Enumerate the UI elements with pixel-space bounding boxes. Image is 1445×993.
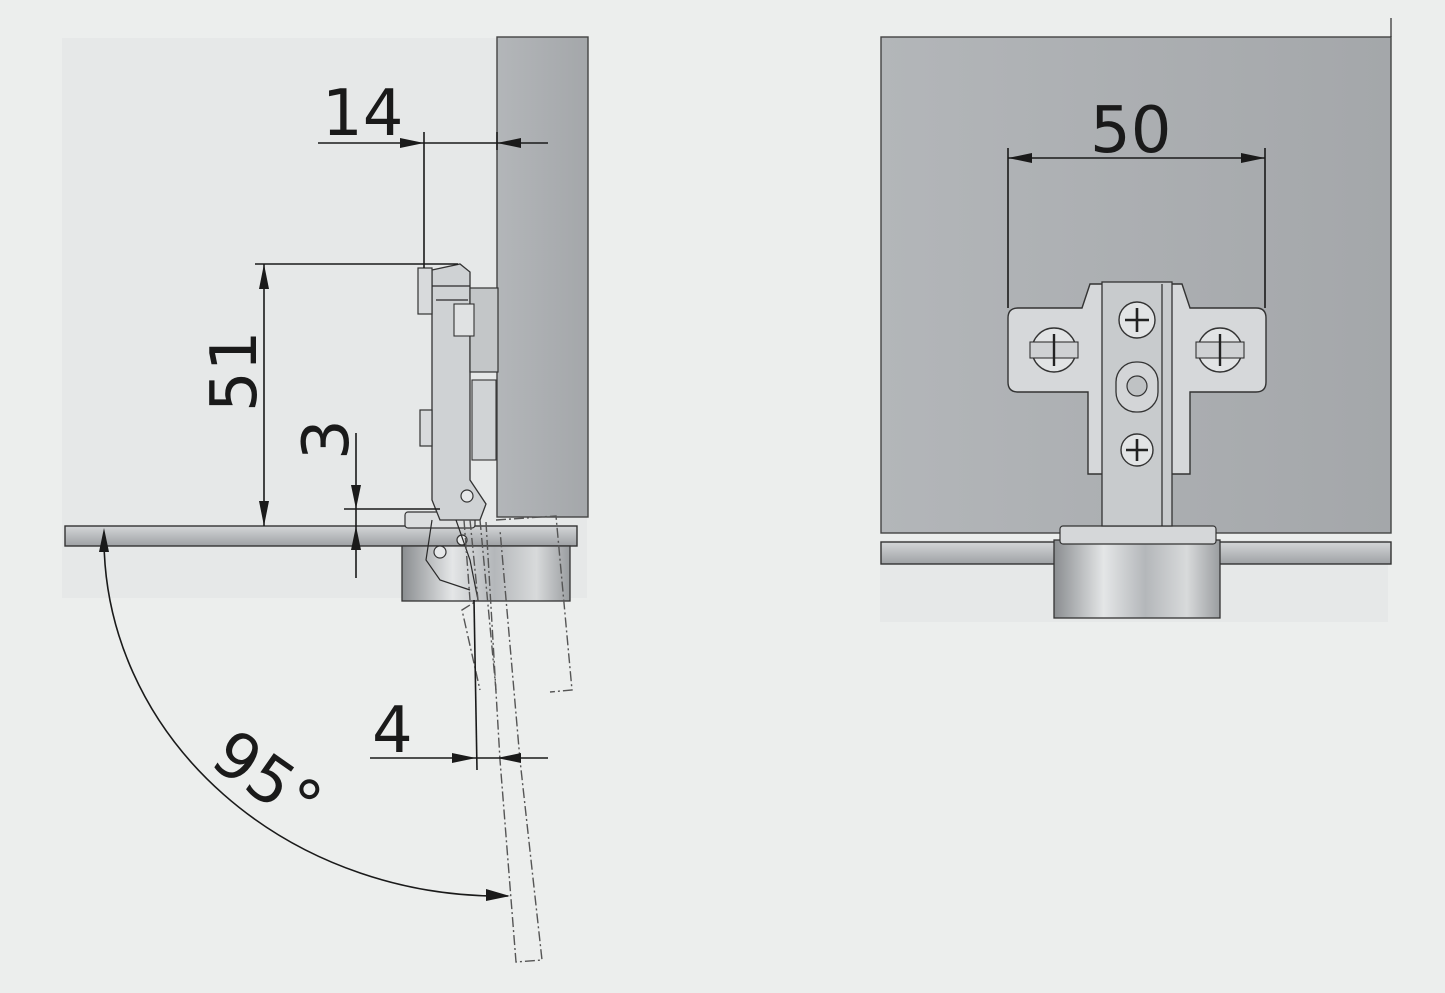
dimension-3: 3 — [290, 419, 440, 578]
dim-50-label: 50 — [1090, 94, 1171, 168]
hinge-arm — [417, 263, 499, 601]
screw-bottom-icon — [1120, 433, 1154, 467]
dim-3-label: 3 — [290, 419, 364, 460]
dim-4-label: 4 — [372, 694, 413, 768]
adjust-cam-icon — [1115, 361, 1159, 413]
dimension-51: 51 — [198, 263, 458, 526]
cabinet-side-panel — [496, 36, 589, 518]
dimension-4: 4 — [370, 599, 548, 771]
front-view: 50 — [880, 18, 1392, 622]
screw-left-icon — [1029, 327, 1079, 373]
dim-51-label: 51 — [198, 331, 272, 412]
screw-top-icon — [1118, 301, 1156, 339]
front-hinge-cup — [1053, 539, 1221, 619]
open-door-ghost — [461, 515, 573, 963]
dimension-50: 50 — [1007, 94, 1266, 308]
door-panel — [64, 525, 578, 547]
screw-right-icon — [1195, 327, 1245, 373]
dim-14-label: 14 — [322, 77, 403, 151]
dimension-14: 14 — [318, 77, 548, 268]
angle-95-label: 95° — [199, 716, 334, 842]
hinge-cup — [401, 545, 571, 602]
side-view: 14 51 3 4 — [62, 36, 589, 963]
